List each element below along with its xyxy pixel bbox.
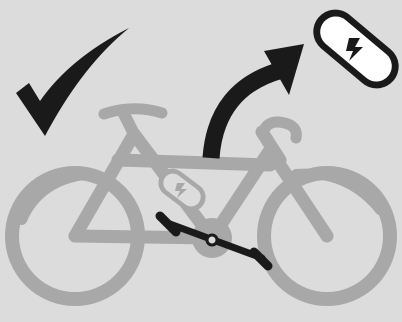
checkmark-icon (16, 28, 129, 136)
curved-arrow-icon (211, 44, 304, 158)
seat-post (124, 114, 134, 134)
saddle (104, 109, 162, 114)
battery-lightning-icon (304, 1, 402, 98)
